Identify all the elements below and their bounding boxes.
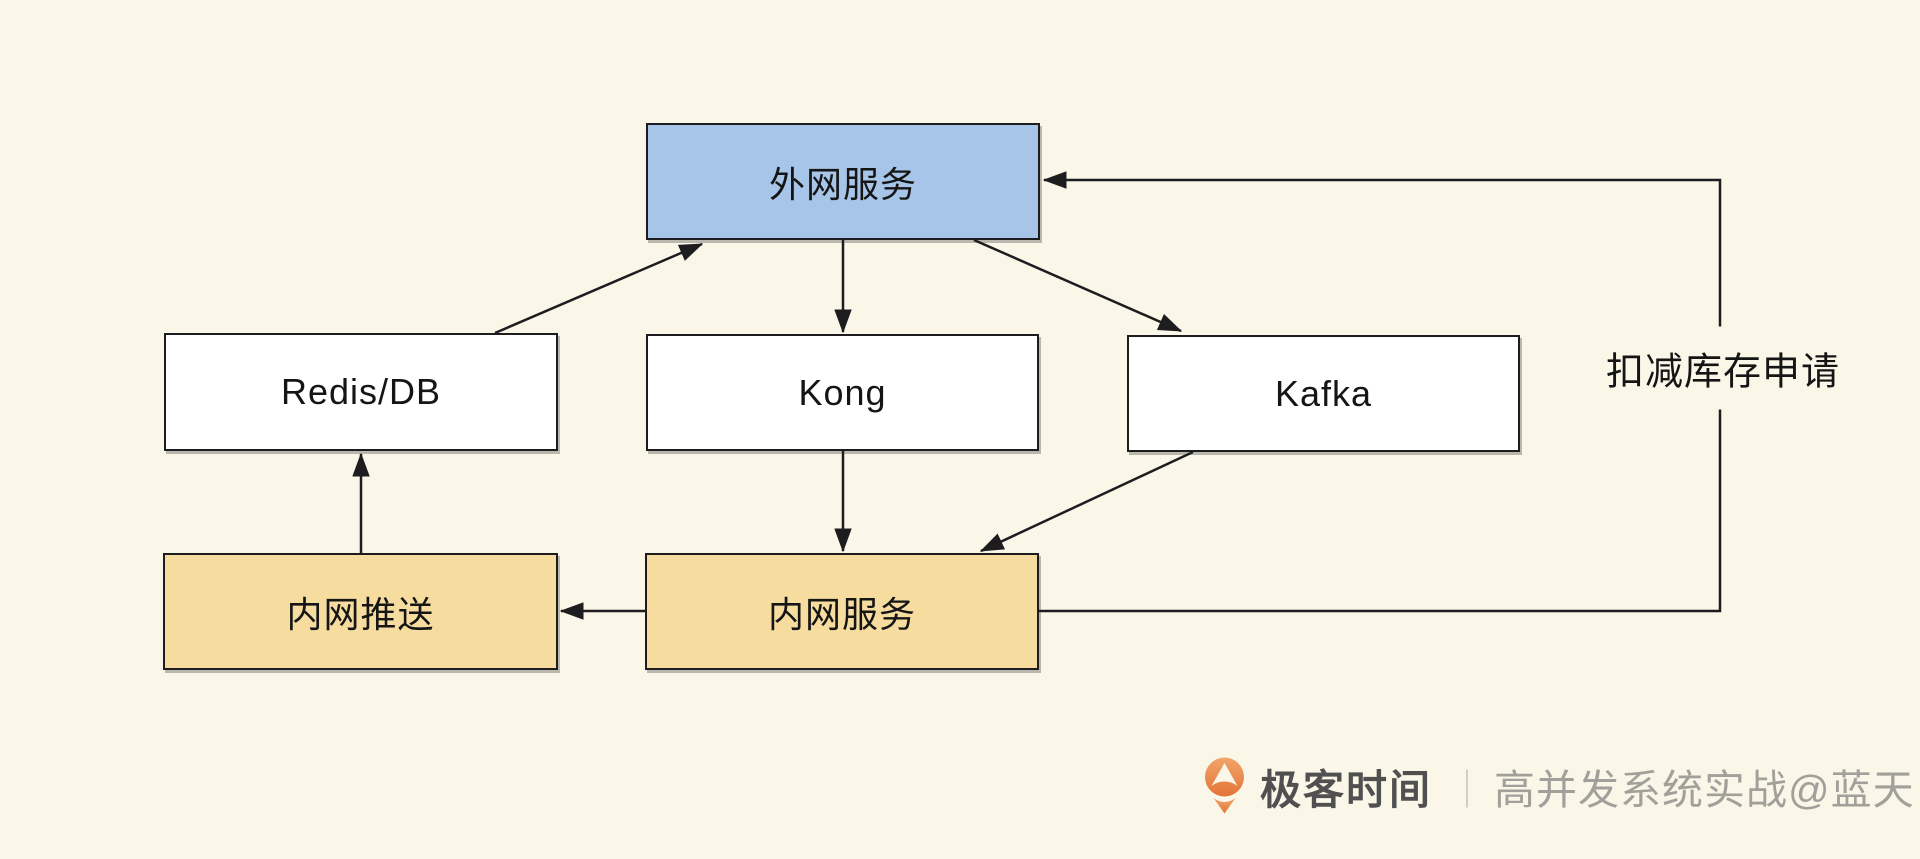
node-internal-push: 内网推送 bbox=[163, 553, 558, 670]
node-external-service-label: 外网服务 bbox=[768, 163, 917, 205]
node-internal-service: 内网服务 bbox=[645, 553, 1039, 670]
geektime-logo-icon bbox=[1205, 757, 1244, 814]
node-kafka: Kafka bbox=[1127, 335, 1520, 452]
node-internal-push-label: 内网推送 bbox=[286, 593, 435, 635]
edge-redis-db-to-external-service bbox=[494, 242, 704, 335]
watermark-brand: 极客时间 bbox=[1260, 767, 1432, 813]
watermark-credit: 高并发系统实战@蓝天 bbox=[1494, 767, 1915, 813]
edge-external-service-to-kafka bbox=[973, 238, 1183, 333]
edge-label-deduct-inventory-request: 扣减库存申请 bbox=[1601, 326, 1845, 410]
watermark-divider: ｜ bbox=[1448, 769, 1487, 812]
node-internal-service-label: 内网服务 bbox=[767, 593, 916, 635]
edge-kafka-to-internal-service bbox=[979, 450, 1194, 553]
node-external-service: 外网服务 bbox=[646, 123, 1040, 240]
node-redis-db-label: Redis/DB bbox=[280, 371, 442, 412]
watermark: 极客时间 ｜ 高并发系统实战@蓝天 bbox=[1203, 756, 1915, 816]
node-kong-label: Kong bbox=[798, 371, 887, 413]
node-kafka-label: Kafka bbox=[1274, 372, 1373, 414]
node-kong: Kong bbox=[646, 334, 1039, 451]
node-redis-db: Redis/DB bbox=[164, 333, 558, 451]
